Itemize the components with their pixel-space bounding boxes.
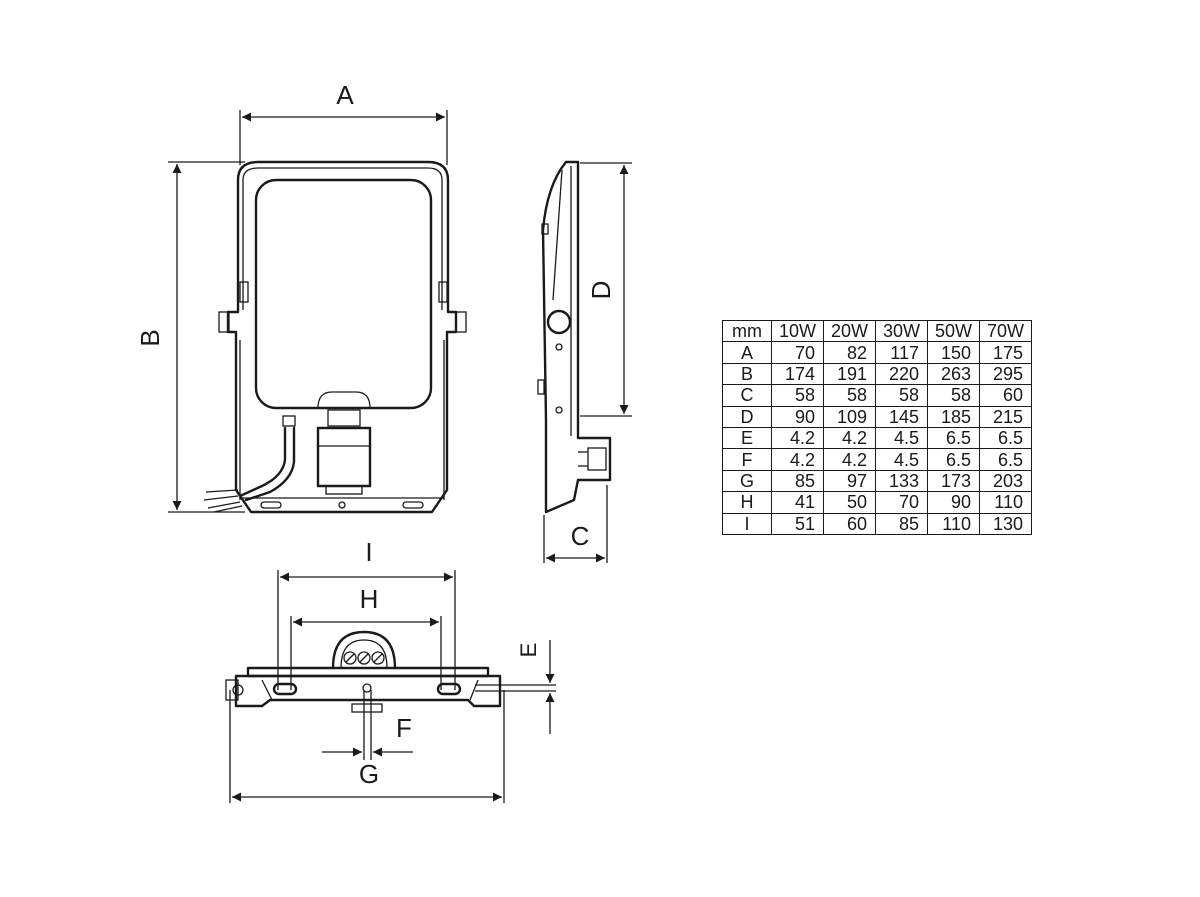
table-header-cell: 20W [823,319,876,343]
table-cell: 203 [979,469,1032,493]
table-cell: 58 [771,384,824,407]
table-cell: 6.5 [927,426,980,450]
table-header-cell: 50W [927,319,980,343]
table-cell: 4.5 [875,426,928,450]
table-cell: 6.5 [979,426,1032,450]
table-row-key: I [722,512,772,535]
table-cell: 185 [927,405,980,428]
table-cell: 97 [823,469,876,493]
table-cell: 85 [875,512,928,535]
table-cell: 70 [875,491,928,514]
table-cell: 6.5 [979,448,1032,471]
label-i: I [365,537,372,567]
bottom-view: I H G F E [225,537,556,803]
dimension-d: D [580,162,632,417]
table-cell: 263 [927,362,980,386]
table-cell: 4.2 [771,426,824,450]
label-a: A [336,80,354,110]
table-cell: 90 [927,491,980,514]
table-cell: 4.2 [771,448,824,471]
dimension-a: A [239,80,448,165]
table-cell: 90 [771,405,824,428]
label-b: B [135,329,165,346]
table-row-key: G [722,469,772,493]
table-row-key: A [722,341,772,364]
table-cell: 175 [979,341,1032,364]
table-cell: 133 [875,469,928,493]
table-cell: 130 [979,512,1032,535]
table-row-key: B [722,362,772,386]
label-e: E [516,643,541,658]
table-cell: 145 [875,405,928,428]
dimension-f: F [322,690,413,760]
table-cell: 295 [979,362,1032,386]
dimension-e: E [475,640,556,734]
label-c: C [571,521,590,551]
table-cell: 109 [823,405,876,428]
table-row-key: C [722,384,772,407]
dimension-g: G [229,690,505,803]
table-cell: 191 [823,362,876,386]
table-cell: 110 [979,491,1032,514]
label-d: D [586,281,616,300]
label-f: F [396,713,412,743]
table-cell: 51 [771,512,824,535]
dimension-h: H [290,584,442,690]
table-cell: 174 [771,362,824,386]
table-cell: 60 [823,512,876,535]
table-cell: 82 [823,341,876,364]
table-header-cell: 30W [875,319,928,343]
table-cell: 58 [875,384,928,407]
label-h: H [360,584,379,614]
table-cell: 4.5 [875,448,928,471]
dimension-i: I [277,537,456,690]
front-view: A B [135,80,467,514]
table-cell: 215 [979,405,1032,428]
table-cell: 50 [823,491,876,514]
table-cell: 6.5 [927,448,980,471]
table-header-row: mm 10W 20W 30W 50W 70W [722,319,1032,343]
table-cell: 110 [927,512,980,535]
table-cell: 58 [927,384,980,407]
table-cell: 58 [823,384,876,407]
table-cell: 220 [875,362,928,386]
table-cell: 117 [875,341,928,364]
dimension-c: C [543,485,608,563]
table-cell: 173 [927,469,980,493]
table-header-cell: 70W [979,319,1032,343]
table-header-cell: 10W [771,319,824,343]
table-cell: 150 [927,341,980,364]
table-cell: 4.2 [823,448,876,471]
table-cell: 60 [979,384,1032,407]
table-cell: 4.2 [823,426,876,450]
table-cell: 41 [771,491,824,514]
dimension-b: B [135,161,245,513]
table-cell: 85 [771,469,824,493]
table-row-key: H [722,491,772,514]
side-view: D C [537,160,632,563]
table-row-key: E [722,426,772,450]
label-g: G [359,759,379,789]
table-row-key: D [722,405,772,428]
table-row-key: F [722,448,772,471]
table-cell: 70 [771,341,824,364]
table-header-cell: mm [722,319,772,343]
